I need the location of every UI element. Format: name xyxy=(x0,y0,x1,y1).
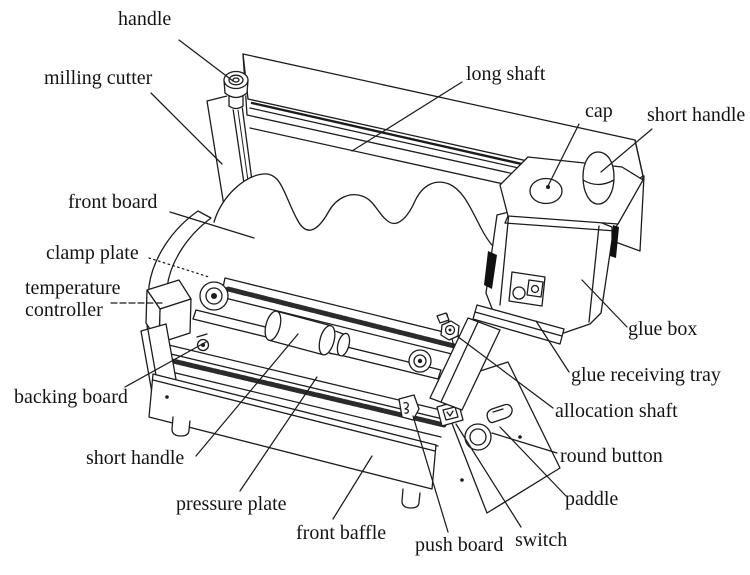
label-glue-receiving-tray: glue receiving tray xyxy=(571,364,721,386)
clamp-right-bearing xyxy=(408,349,432,373)
left-end-bolt xyxy=(196,333,210,352)
leader-glue-box xyxy=(581,279,628,328)
leader-short-handle-top xyxy=(600,128,653,173)
push-board-tab xyxy=(398,394,420,421)
cap-circle xyxy=(529,177,563,205)
leader-round-button xyxy=(491,432,558,454)
label-handle: handle xyxy=(118,8,172,30)
label-switch: switch xyxy=(515,529,568,551)
leader-lines xyxy=(110,39,653,533)
leader-front-baffle xyxy=(332,455,373,520)
label-milling-cutter: milling cutter xyxy=(44,67,153,89)
handle-knob xyxy=(223,70,249,110)
label-backing-board: backing board xyxy=(14,386,128,408)
leader-milling-cutter xyxy=(150,92,223,165)
leader-switch xyxy=(455,423,522,528)
paddle-lever xyxy=(486,403,513,424)
leader-front-board xyxy=(169,211,255,239)
short-handle-roller xyxy=(264,310,351,357)
label-glue-box: glue box xyxy=(628,318,698,340)
leader-allocation-shaft xyxy=(456,335,554,409)
label-front-board: front board xyxy=(68,191,158,213)
right-foot xyxy=(401,488,421,509)
label-allocation-shaft: allocation shaft xyxy=(555,400,678,422)
allocation-shaft-bolt xyxy=(436,312,460,341)
glue-receiving-tray-lip xyxy=(472,304,565,345)
right-side-panel xyxy=(436,361,561,514)
label-paddle: paddle xyxy=(565,488,619,510)
leader-backing-board xyxy=(124,341,207,388)
short-handle-knob xyxy=(582,151,615,205)
leader-handle xyxy=(178,39,234,82)
glue-box-label-plate xyxy=(508,271,546,307)
label-short-handle-bottom: short handle xyxy=(86,447,185,469)
leader-cap xyxy=(547,123,580,187)
round-button-knob xyxy=(464,423,492,451)
label-short-handle-top: short handle xyxy=(647,104,746,126)
leader-clamp-plate xyxy=(148,257,210,278)
label-push-board: push board xyxy=(415,534,504,556)
front-board-panel xyxy=(213,173,512,302)
leader-push-board xyxy=(412,415,449,533)
label-front-baffle: front baffle xyxy=(296,522,387,544)
label-pressure-plate: pressure plate xyxy=(176,493,287,515)
clamp-left-bearing xyxy=(199,281,229,311)
label-round-button: round button xyxy=(560,445,663,467)
leader-short-handle-bottom xyxy=(195,333,299,457)
leader-long-shaft xyxy=(351,81,463,152)
glue-box-top-plate xyxy=(499,156,644,225)
label-clamp-plate: clamp plate xyxy=(46,242,139,264)
label-long-shaft: long shaft xyxy=(466,63,546,85)
leader-glue-receiving-tray xyxy=(535,320,570,373)
glue-box-arm xyxy=(429,317,501,411)
label-cap: cap xyxy=(585,100,613,122)
leader-pressure-plate xyxy=(239,376,318,492)
glue-box-body xyxy=(472,139,645,345)
front-baffle-panel xyxy=(148,373,437,490)
label-temperature-controller: temperature controller xyxy=(25,277,121,322)
left-foot xyxy=(171,416,191,437)
